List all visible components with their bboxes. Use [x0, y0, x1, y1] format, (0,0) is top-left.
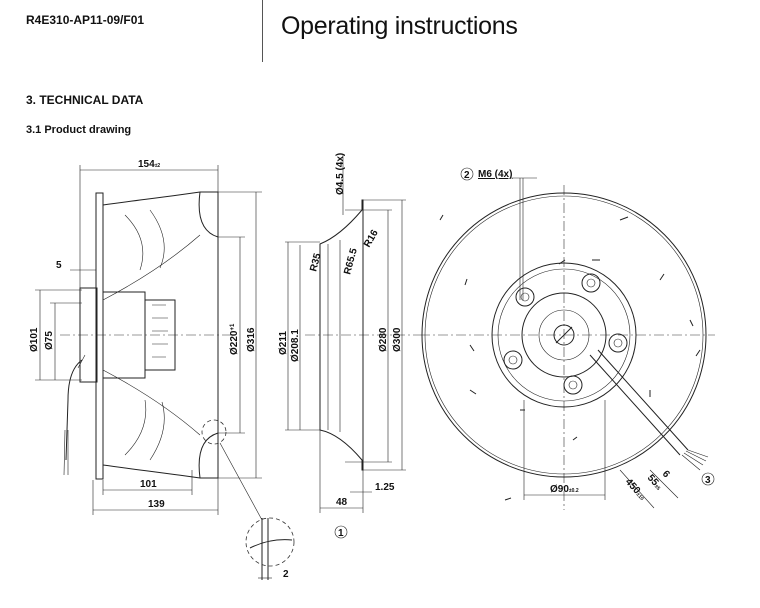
dim-208-dia: Ø208.1	[290, 329, 301, 362]
dim-139: 139	[148, 499, 165, 510]
document-title: Operating instructions	[281, 12, 518, 40]
dim-90-tol: ±0.2	[569, 488, 579, 494]
dim-thickness: 1.25	[375, 482, 395, 493]
section-heading: 3. TECHNICAL DATA	[26, 93, 144, 107]
dim-101-dia: Ø101	[29, 327, 40, 352]
dim-280-dia: Ø280	[378, 327, 389, 352]
dim-gap-2: 2	[283, 569, 289, 580]
dim-220-tol: +1	[230, 323, 236, 331]
dim-strip-tol: ±5	[653, 484, 661, 492]
dim-316-dia: Ø316	[246, 327, 257, 352]
dim-wire-strip: 6	[660, 469, 672, 481]
dim-48: 48	[336, 497, 348, 508]
svg-text:450±10: 450±10	[623, 477, 648, 503]
front-view: Ø90±0.2 450±10 55±5 6 3 2 M6 (4x)	[420, 167, 715, 510]
dim-90-dia: Ø90	[550, 484, 569, 495]
dim-211-dia: Ø211	[278, 331, 289, 355]
callout-1: 1	[338, 528, 344, 539]
svg-text:Ø90±0.2: Ø90±0.2	[550, 484, 579, 495]
subsection-heading: 3.1 Product drawing	[26, 124, 132, 136]
svg-text:154±2: 154±2	[138, 159, 160, 170]
dim-220-dia: Ø220	[229, 330, 240, 355]
dim-hole-dia: Ø4.5 (4x)	[335, 153, 346, 195]
dim-5: 5	[56, 260, 62, 271]
thread-label: M6 (4x)	[478, 169, 512, 180]
nozzle-view: Ø211 Ø208.1 Ø280 Ø300 Ø4.5 (4x) R16 R35 …	[278, 153, 420, 539]
dim-101: 101	[140, 479, 157, 490]
dim-300-dia: Ø300	[392, 327, 403, 352]
svg-text:Ø220+1: Ø220+1	[229, 323, 240, 355]
dim-cable-length-tol: ±10	[635, 492, 645, 502]
dim-r35: R35	[308, 252, 323, 273]
header-divider	[262, 0, 263, 62]
dim-r65: R65.5	[342, 247, 360, 276]
side-view: 154±2 5 Ø101 Ø75 Ø220+1 Ø316 101 139 2	[29, 159, 295, 580]
dim-154-tol: ±2	[155, 163, 161, 169]
dim-r16: R16	[362, 228, 381, 250]
mount-hole-icons	[503, 273, 628, 395]
model-number: R4E310-AP11-09/F01	[26, 13, 145, 27]
dim-75-dia: Ø75	[44, 331, 55, 350]
dim-154: 154	[138, 159, 155, 170]
callout-2: 2	[464, 170, 470, 181]
callout-3: 3	[705, 475, 711, 486]
